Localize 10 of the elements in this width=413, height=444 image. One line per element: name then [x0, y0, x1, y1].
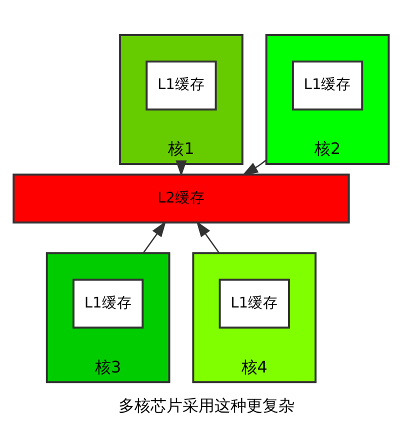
node-box: L1缓存: [72, 278, 144, 328]
node-box: L2缓存: [12, 173, 350, 223]
arrow: [142, 220, 166, 253]
arrow: [242, 158, 267, 176]
node-box: L1缓存: [292, 60, 364, 110]
arrow: [176, 160, 187, 176]
node-box: L1缓存: [218, 278, 290, 328]
caption: 多核芯片采用这种更复杂: [118, 395, 294, 414]
arrow: [196, 220, 220, 253]
node-box: L1缓存: [146, 60, 217, 110]
